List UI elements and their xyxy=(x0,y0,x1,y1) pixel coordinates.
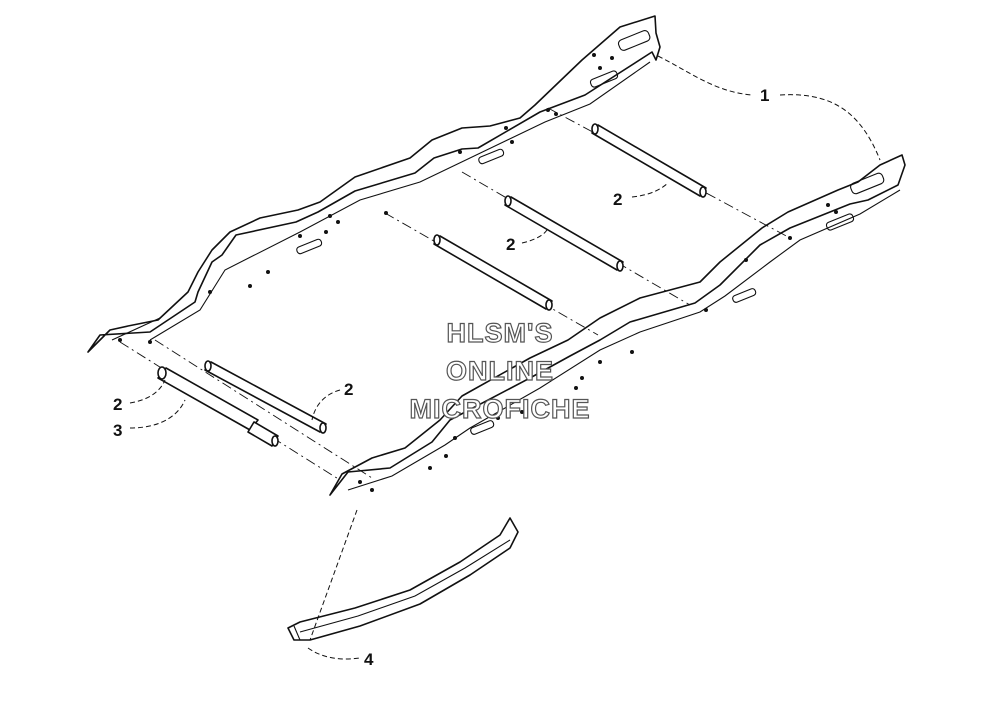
callout-2-upper: 2 xyxy=(613,190,622,209)
rail-front xyxy=(329,154,906,496)
slide-wear-strip xyxy=(287,517,519,641)
shaft-left-middle xyxy=(433,234,553,311)
watermark-line-2: ONLINE xyxy=(446,356,554,386)
callout-3: 3 xyxy=(113,421,122,440)
watermark-line-3: MICROFICHE xyxy=(410,394,591,424)
callout-2-middle: 2 xyxy=(506,235,515,254)
callout-2-left: 2 xyxy=(113,395,122,414)
callout-4: 4 xyxy=(364,650,374,669)
watermark-line-1: HLSM'S xyxy=(447,318,554,348)
slide-leader xyxy=(309,509,358,641)
watermark: HLSM'S ONLINE MICROFICHE xyxy=(409,317,591,424)
shaft-upper-right xyxy=(591,123,707,198)
rail-rear xyxy=(87,15,661,353)
shaft-lower-front-with-spacer xyxy=(157,366,279,447)
leader-lines xyxy=(129,55,881,660)
shaft-middle xyxy=(504,195,624,272)
callout-2-lower: 2 xyxy=(344,380,353,399)
callout-1: 1 xyxy=(760,86,769,105)
shaft-lower-rear xyxy=(204,360,327,434)
